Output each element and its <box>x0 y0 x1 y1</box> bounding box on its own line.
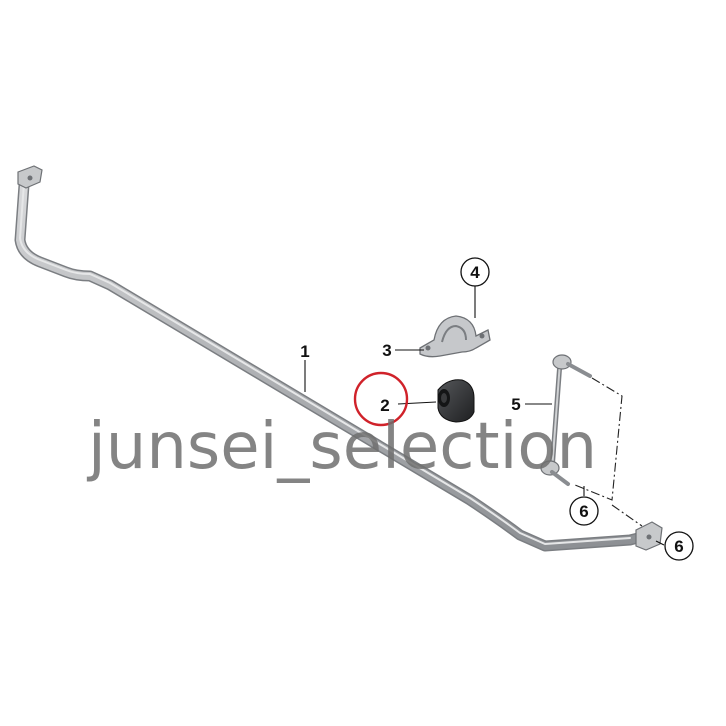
callout-3: 3 <box>382 341 391 360</box>
highlight-circle <box>353 371 409 427</box>
svg-text:4: 4 <box>470 263 480 282</box>
svg-text:6: 6 <box>579 502 588 521</box>
svg-text:6: 6 <box>674 537 683 556</box>
leader-lines <box>304 286 665 546</box>
callout-1: 1 <box>300 342 309 361</box>
callout-6-bar: 6 <box>664 531 694 561</box>
callout-4: 4 <box>460 257 490 287</box>
stabilizer-bar <box>14 165 663 552</box>
rubber-bushing <box>437 379 475 423</box>
bracket <box>419 315 491 358</box>
stabilizer-link <box>540 354 592 486</box>
assembly-lines <box>574 377 643 527</box>
callout-6-link: 6 <box>569 496 599 526</box>
callout-2: 2 <box>380 396 389 415</box>
callout-5: 5 <box>511 395 520 414</box>
